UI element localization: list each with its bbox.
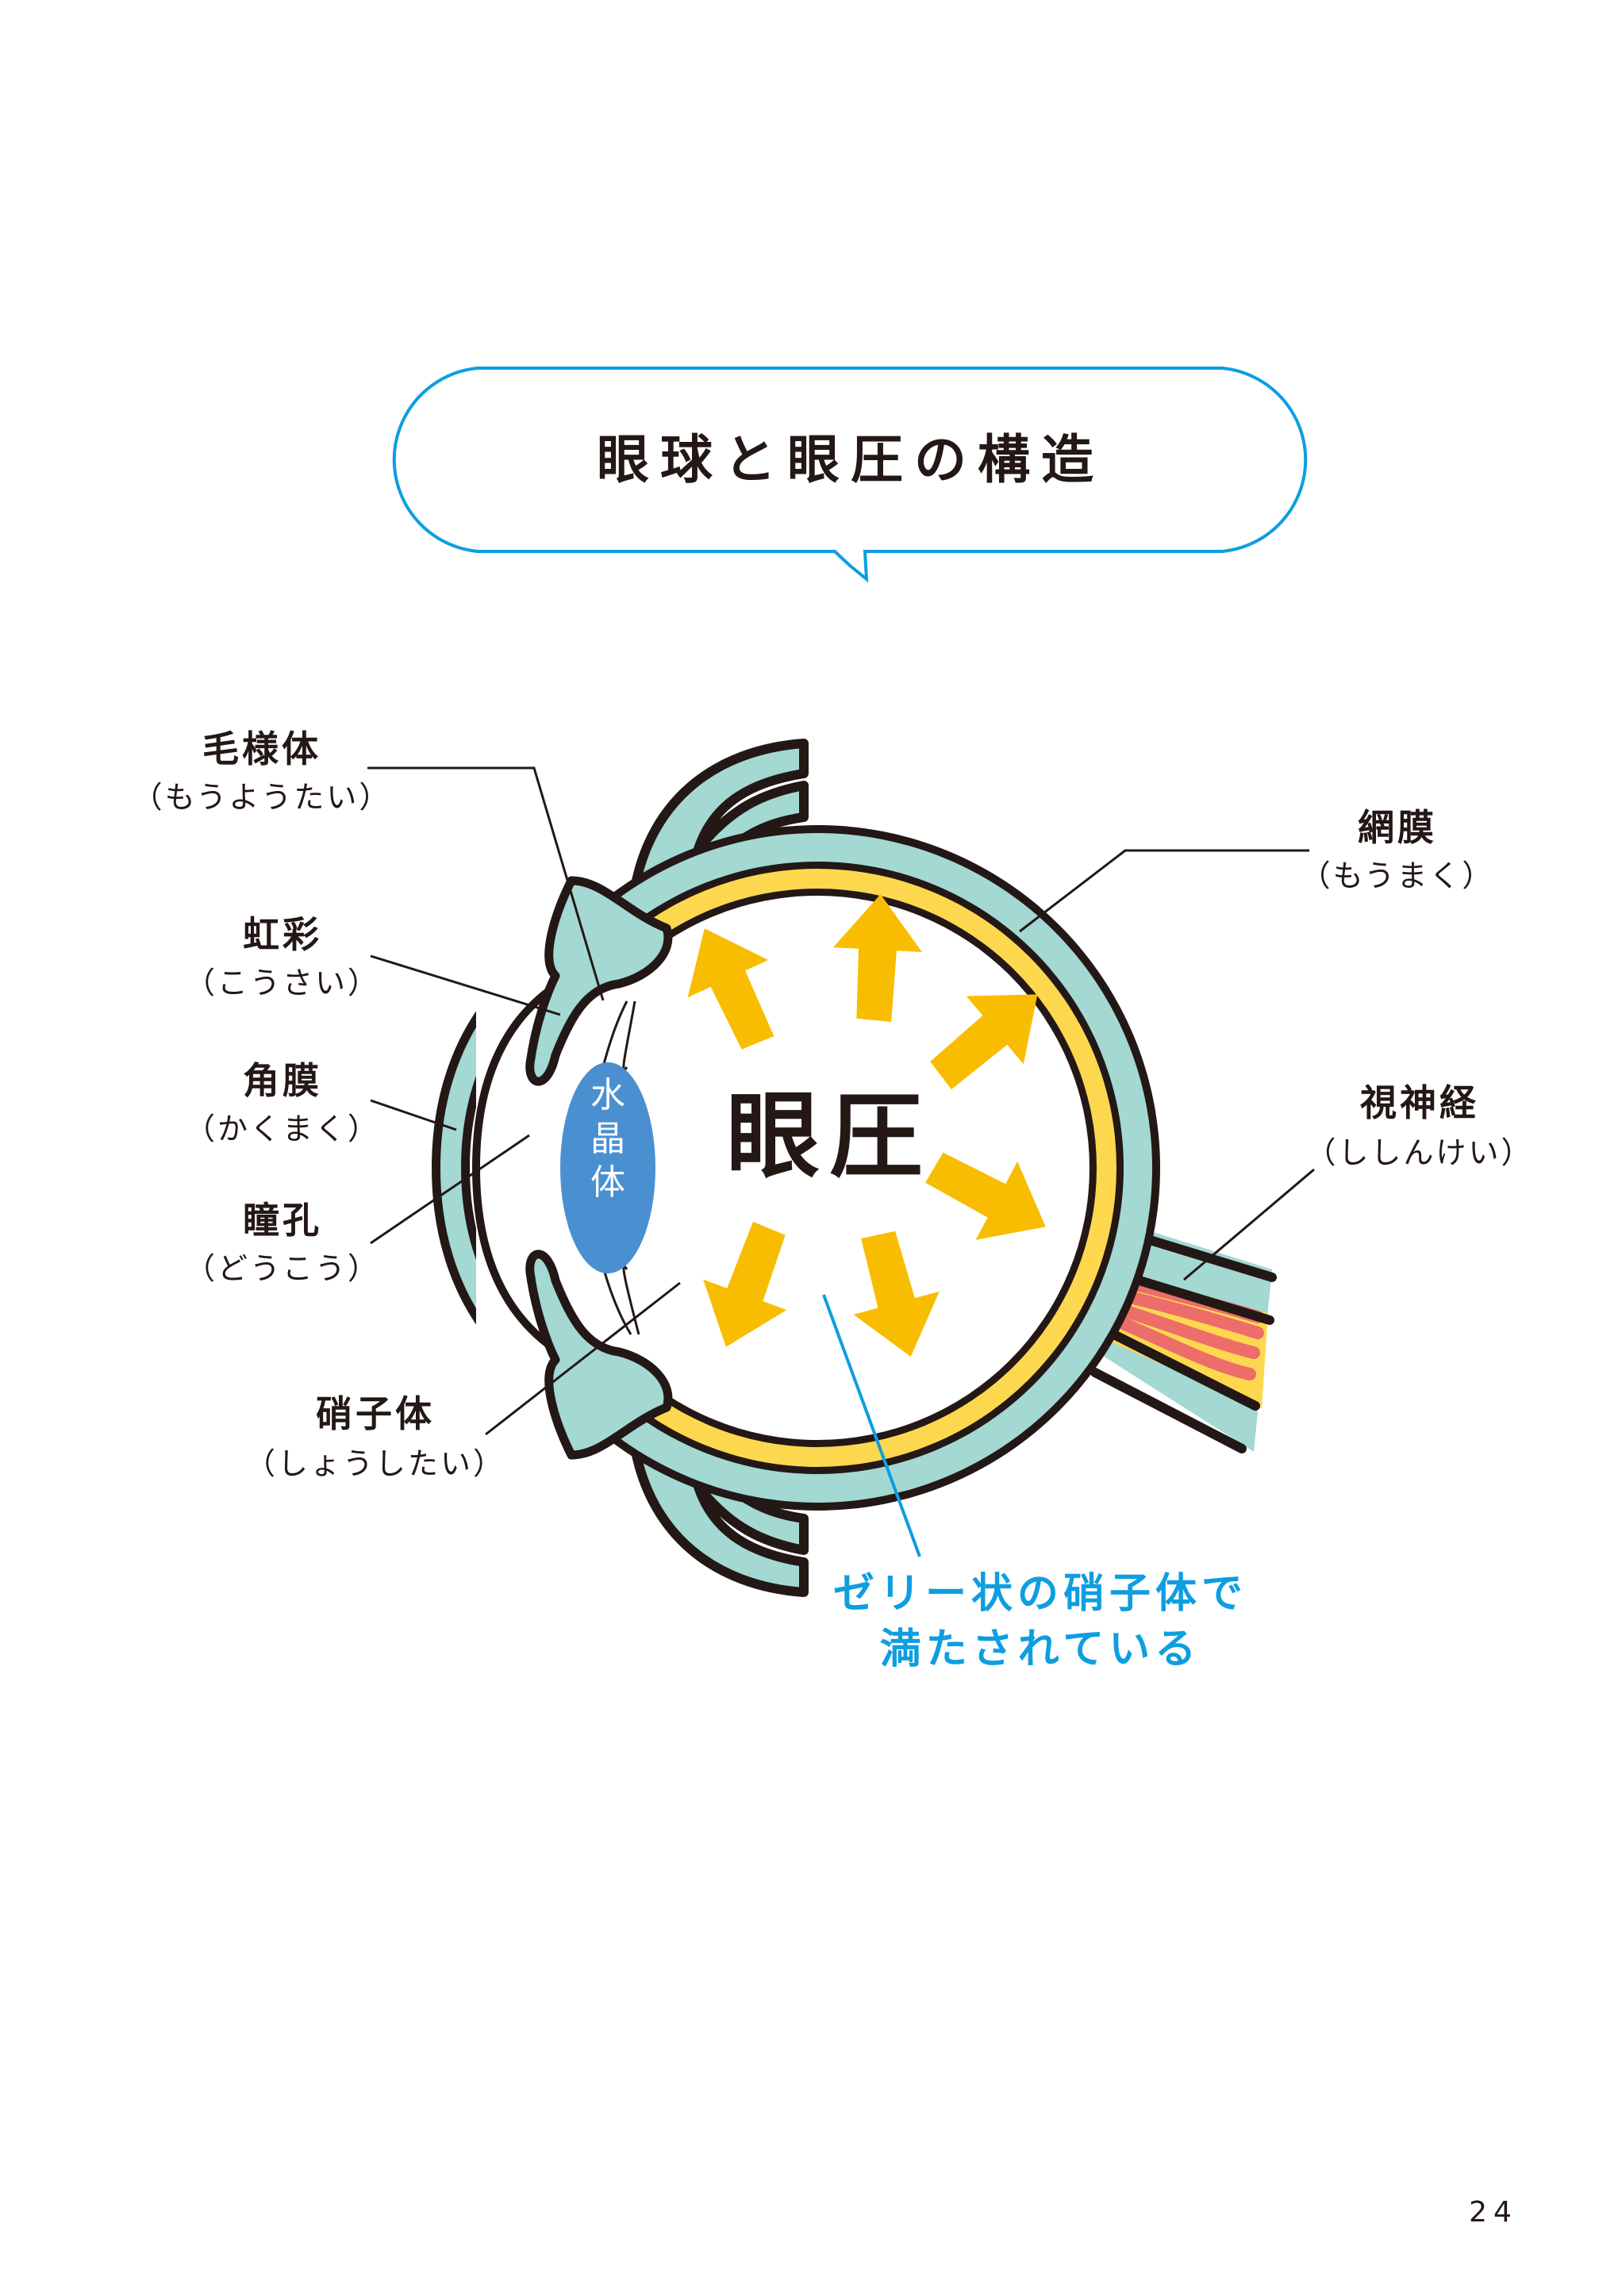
page-number: 24 <box>1469 2196 1518 2229</box>
reading-pupil: （どうこう） <box>185 1251 380 1286</box>
label-cornea: 角膜 <box>243 1059 322 1102</box>
reading-optic-nerve: （ししんけい） <box>1305 1135 1533 1170</box>
label-pupil: 瞳孔 <box>243 1199 322 1242</box>
caption-line-2: 満たされている <box>880 1626 1201 1673</box>
lens-label-1: 水 <box>590 1075 625 1115</box>
pressure-arrow-icon <box>930 994 1038 1090</box>
pressure-arrow-icon <box>703 1221 787 1347</box>
leader-line-retina <box>1019 849 1309 933</box>
pressure-arrows <box>687 894 1046 1357</box>
label-ciliary: 毛様体 <box>202 728 321 770</box>
label-vitreous: 硝子体 <box>316 1392 435 1435</box>
pressure-arrow-icon <box>687 928 774 1050</box>
pressure-arrow-icon <box>833 894 922 1023</box>
leader-line-caption <box>822 1294 921 1557</box>
label-retina: 網膜 <box>1358 806 1437 849</box>
page-title: 眼球と眼圧の構造 <box>597 429 1105 490</box>
label-iris: 虹彩 <box>243 913 322 956</box>
ciliary-body-iris <box>525 876 673 1460</box>
lens-label-3: 体 <box>590 1162 625 1203</box>
lens-label-2: 晶 <box>590 1119 625 1159</box>
pressure-arrow-icon <box>853 1231 940 1357</box>
reading-iris: （こうさい） <box>185 966 380 1000</box>
leader-line-iris <box>370 954 561 1016</box>
leader-line-ciliary <box>367 766 605 1001</box>
leader-line-optic-nerve <box>1183 1168 1315 1281</box>
leader-line-vitreous <box>485 1281 681 1436</box>
lens: 水 晶 体 <box>560 1062 655 1273</box>
reading-cornea: （かくまく） <box>185 1112 380 1146</box>
reading-retina: （もうまく） <box>1301 858 1495 893</box>
label-optic-nerve: 視神経 <box>1360 1081 1479 1124</box>
title-bubble: 眼球と眼圧の構造 <box>392 367 1308 583</box>
pressure-arrow-icon <box>925 1152 1046 1240</box>
reading-ciliary: （もうようたい） <box>133 780 392 815</box>
intraocular-pressure-label: 眼圧 <box>726 1081 932 1191</box>
leader-line-pupil <box>370 1134 530 1245</box>
caption-line-1: ゼリー状の硝子体で <box>833 1570 1247 1618</box>
reading-vitreous: （しょうしたい） <box>245 1446 505 1481</box>
leader-line-cornea <box>370 1099 457 1131</box>
